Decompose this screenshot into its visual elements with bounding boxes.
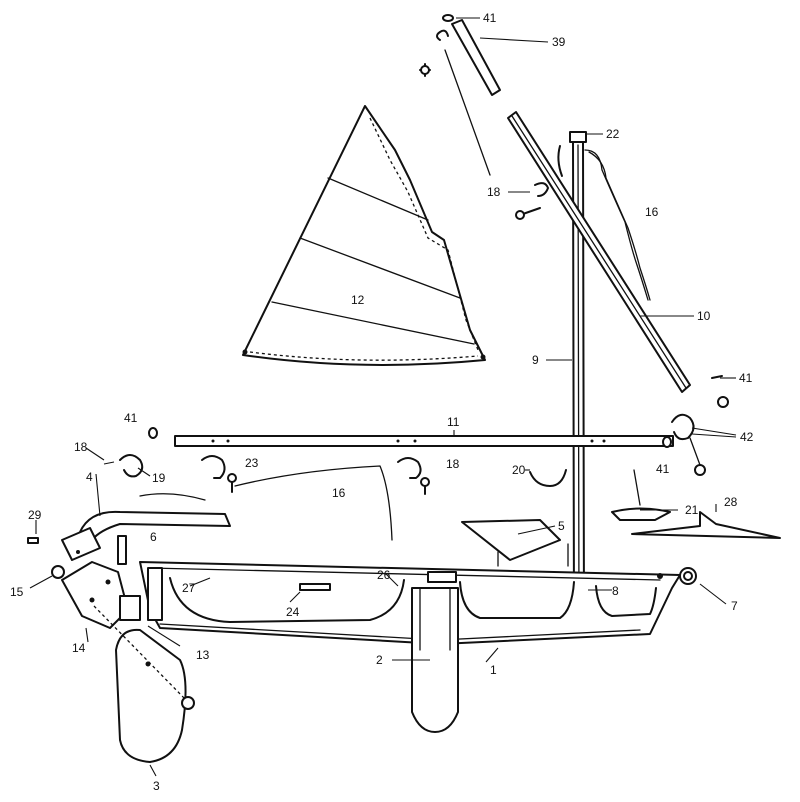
callout-6: 6: [150, 530, 157, 544]
callout-24: 24: [286, 605, 300, 619]
callout-9: 9: [532, 353, 539, 367]
callout-5: 5: [558, 519, 565, 533]
rudder-blade: [93, 605, 195, 763]
upper-spar: [507, 111, 691, 393]
callout-14: 14: [72, 641, 86, 655]
callout-23: 23: [245, 456, 259, 470]
daggerboard: [411, 587, 459, 733]
callout-4: 4: [86, 470, 93, 484]
callout-18-left: 18: [74, 440, 88, 454]
top-hardware: [419, 14, 563, 220]
callout-18-mid: 18: [446, 457, 460, 471]
callout-20: 20: [512, 463, 526, 477]
callout-3: 3: [153, 779, 160, 793]
callout-19: 19: [152, 471, 166, 485]
callout-8: 8: [612, 584, 619, 598]
callout-2: 2: [376, 653, 383, 667]
callout-7: 7: [731, 599, 738, 613]
callout-21: 21: [685, 503, 699, 517]
halyard-line-upper: [584, 149, 651, 301]
callout-28: 28: [724, 495, 738, 509]
callout-16-lower: 16: [332, 486, 346, 500]
callout-12: 12: [351, 293, 365, 307]
sail: [242, 105, 486, 366]
callout-41-right: 41: [739, 371, 753, 385]
leader-lines: [29, 17, 737, 777]
callout-41-left: 41: [124, 411, 138, 425]
callout-39: 39: [552, 35, 566, 49]
callout-10: 10: [697, 309, 711, 323]
fasteners: [27, 537, 39, 544]
callout-41-top: 41: [483, 11, 497, 25]
tiller-and-rudder-head: [51, 510, 231, 629]
callout-42: 42: [740, 430, 754, 444]
callout-1: 1: [490, 663, 497, 677]
callout-11: 11: [447, 415, 460, 429]
boom: [148, 427, 674, 448]
callout-15: 15: [10, 585, 24, 599]
callout-labels: 41 39 22 18 16 12 10 9 41 41 11 42 18 41…: [10, 11, 754, 793]
callout-26: 26: [377, 568, 391, 582]
callout-16-upper: 16: [645, 205, 659, 219]
callout-22: 22: [606, 127, 620, 141]
callout-27: 27: [182, 581, 196, 595]
callout-29: 29: [28, 508, 42, 522]
callout-18-upper: 18: [487, 185, 501, 199]
callout-41-boom: 41: [656, 462, 670, 476]
boom-fittings: [119, 454, 567, 541]
spar-end-piece: [451, 19, 501, 96]
deck-details: [299, 519, 569, 591]
callout-13: 13: [196, 648, 210, 662]
